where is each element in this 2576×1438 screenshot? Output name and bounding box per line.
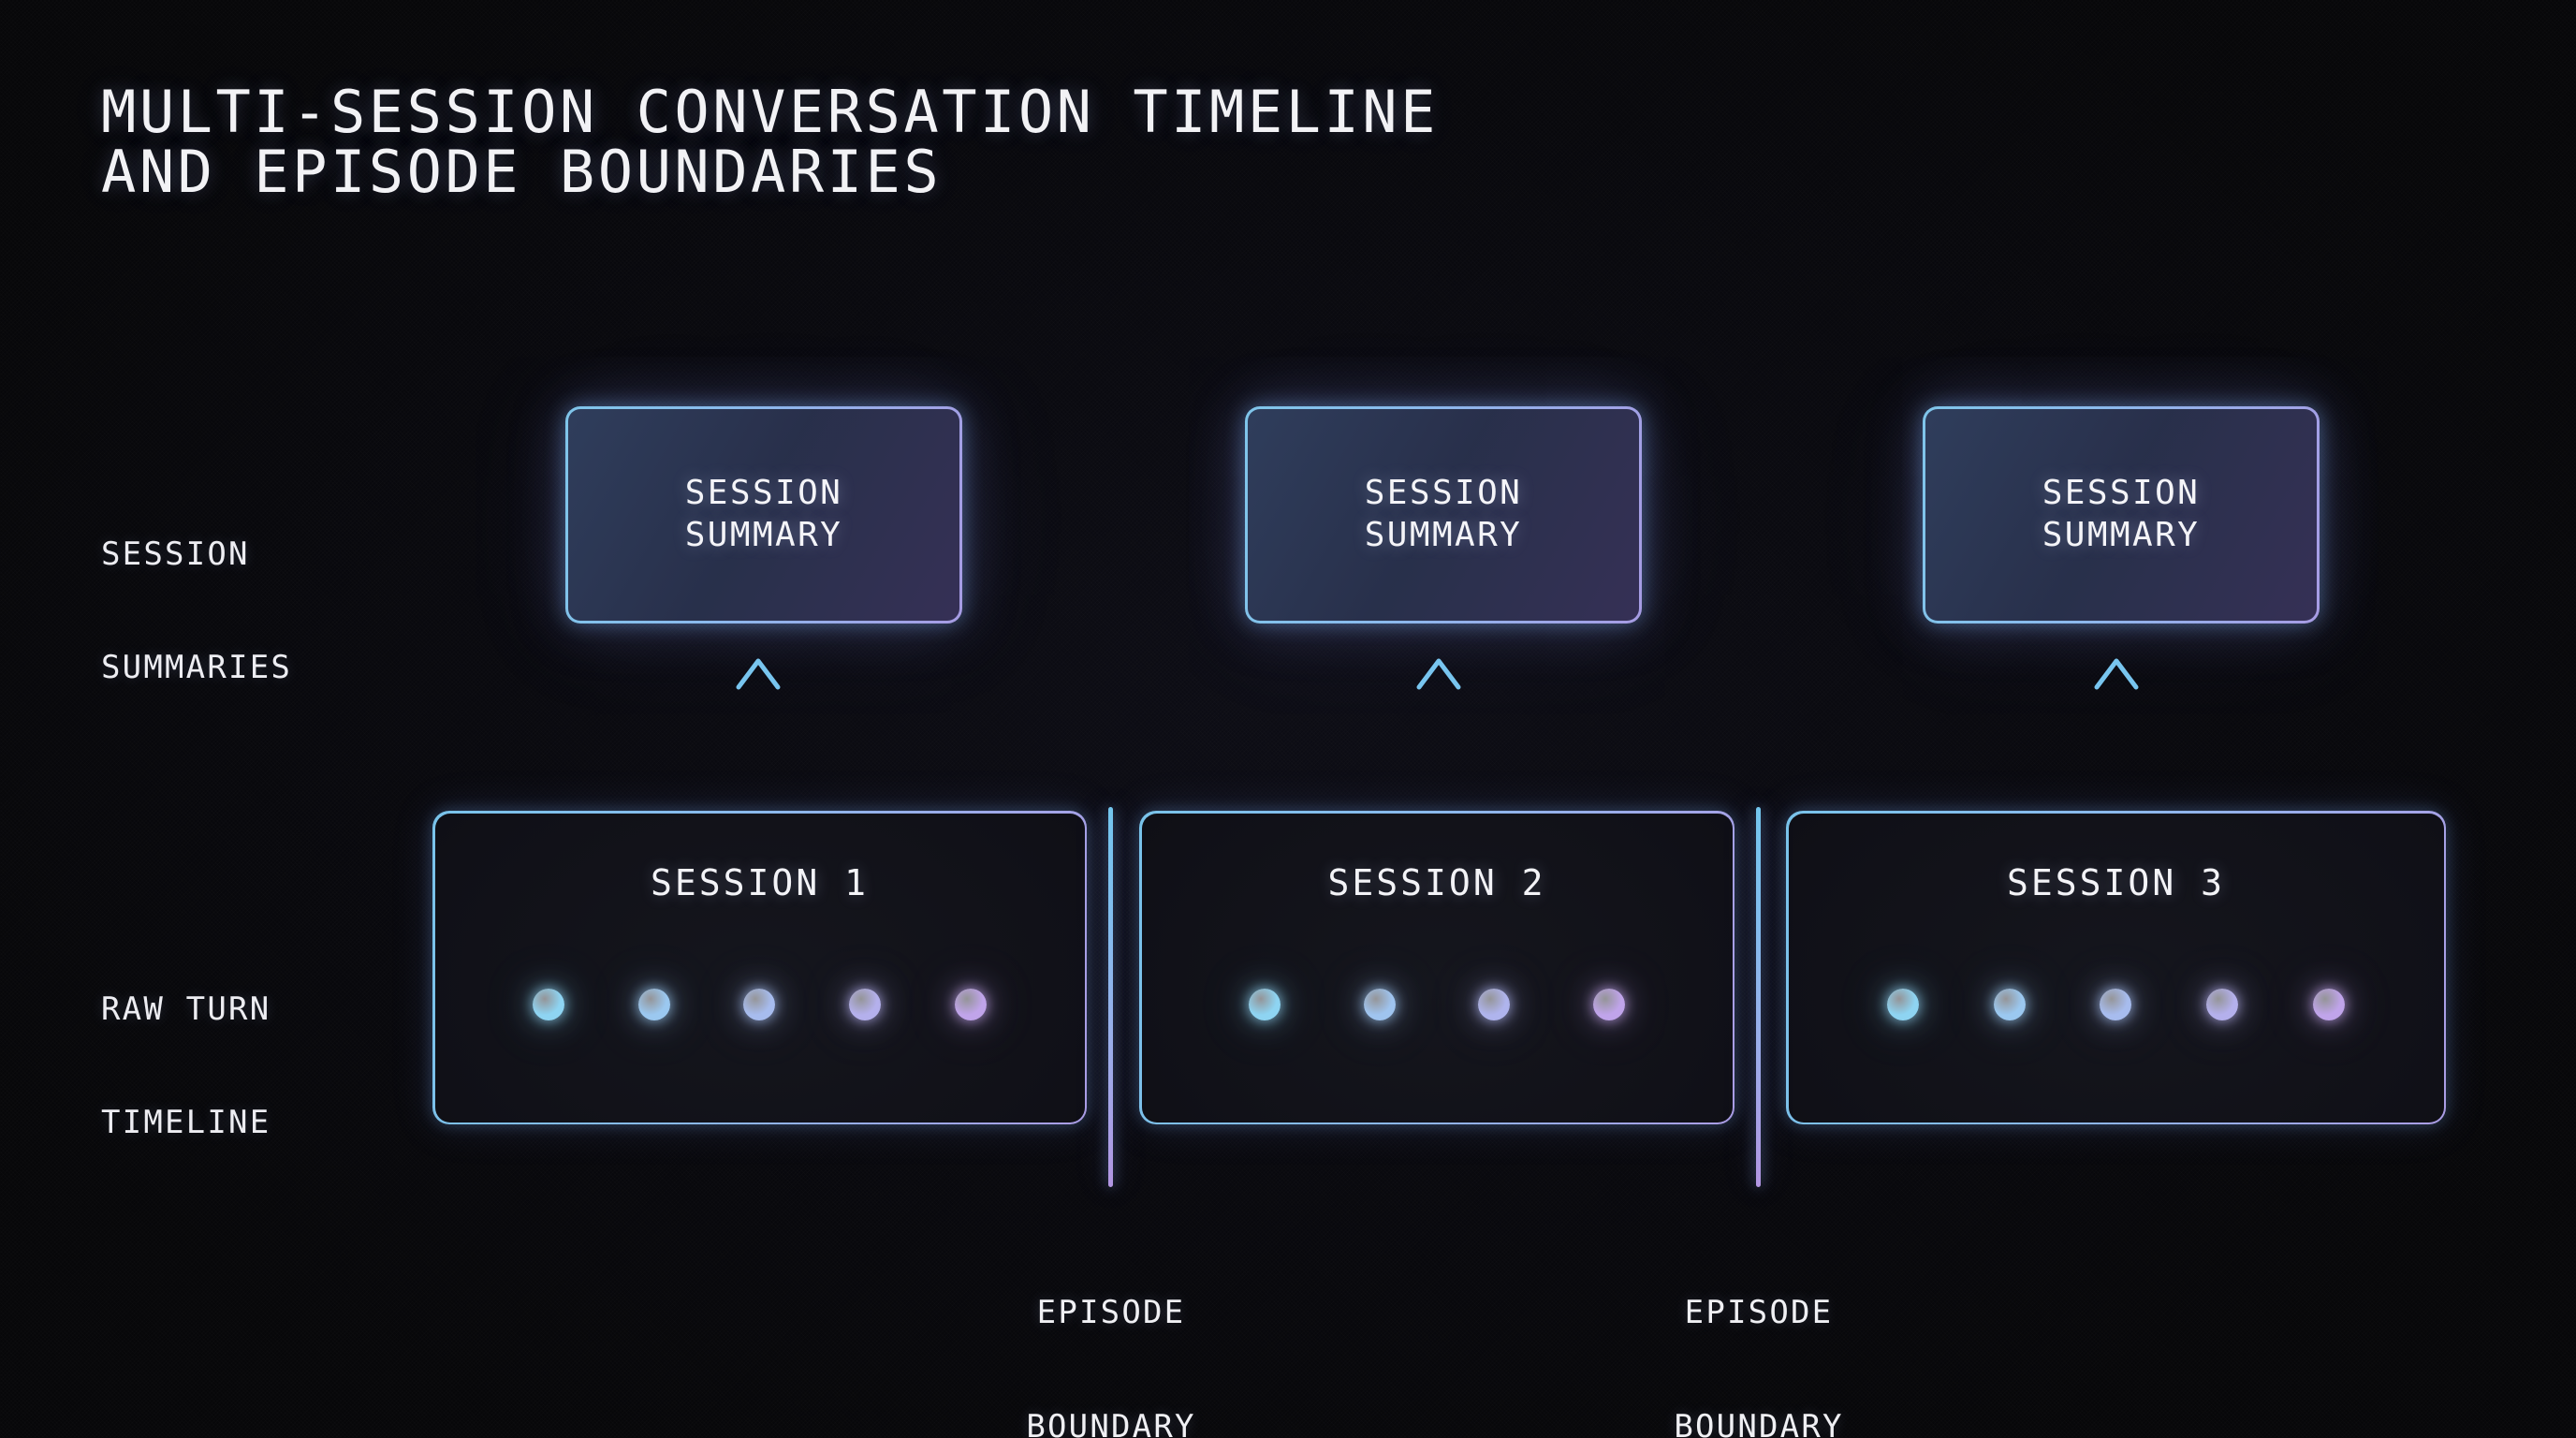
session-box-2-inner: SESSION 2	[1141, 813, 1733, 1123]
episode-boundary-line-1	[1108, 807, 1113, 1187]
session-box-1[interactable]: SESSION 1	[432, 811, 1087, 1124]
session-summary-box-3[interactable]: SESSION SUMMARY	[1923, 406, 2320, 624]
session-summary-box-2-inner: SESSION SUMMARY	[1248, 409, 1639, 621]
row-label-raw-turn-timeline-line-2: TIMELINE	[101, 1103, 271, 1141]
turn-dot[interactable]	[1993, 988, 2026, 1020]
arrow-session-3-to-summary-3	[2094, 658, 2139, 813]
episode-boundary-label-2-line-1: EPISODE	[1684, 1293, 1834, 1331]
session-summary-box-1[interactable]: SESSION SUMMARY	[565, 406, 962, 624]
session-box-2-title: SESSION 2	[1327, 861, 1546, 903]
session-box-1-inner: SESSION 1	[434, 813, 1085, 1123]
session-box-3[interactable]: SESSION 3	[1786, 811, 2446, 1124]
session-box-1-title: SESSION 1	[651, 861, 869, 903]
session-summary-box-2-line-1: SESSION	[1364, 474, 1523, 513]
page-title: MULTI-SESSION CONVERSATION TIMELINE AND …	[101, 82, 1880, 202]
session-summary-box-1-line-1: SESSION	[684, 474, 843, 513]
session-summary-box-3-line-1: SESSION	[2042, 474, 2201, 513]
session-box-2[interactable]: SESSION 2	[1139, 811, 1734, 1124]
turn-dot[interactable]	[1363, 988, 1396, 1020]
arrow-session-1-to-summary-1	[736, 658, 781, 813]
episode-boundary-line-2	[1756, 807, 1761, 1187]
turn-dot[interactable]	[1478, 988, 1511, 1020]
turn-dot[interactable]	[1249, 988, 1281, 1020]
turn-dot[interactable]	[954, 988, 987, 1020]
session-box-3-inner: SESSION 3	[1788, 813, 2444, 1123]
page-title-line-1: MULTI-SESSION CONVERSATION TIMELINE	[101, 78, 1439, 146]
row-label-session-summaries-line-1: SESSION	[101, 536, 250, 574]
session-summary-box-3-line-2: SUMMARY	[2042, 516, 2201, 554]
session-summary-box-1-inner: SESSION SUMMARY	[568, 409, 959, 621]
session-box-3-title: SESSION 3	[2007, 861, 2225, 903]
turn-dot[interactable]	[637, 988, 670, 1020]
row-label-raw-turn-timeline: RAW TURN TIMELINE	[101, 916, 271, 1216]
row-label-raw-turn-timeline-line-1: RAW TURN	[101, 990, 271, 1029]
episode-boundary-label-1-line-1: EPISODE	[1036, 1293, 1186, 1331]
turn-dot[interactable]	[743, 988, 776, 1020]
episode-boundary-label-2-line-2: BOUNDARY	[1674, 1407, 1844, 1438]
turn-dot[interactable]	[533, 988, 565, 1020]
turn-dot[interactable]	[849, 988, 882, 1020]
episode-boundary-label-1-line-2: BOUNDARY	[1026, 1407, 1196, 1438]
turn-dot[interactable]	[2100, 988, 2132, 1020]
session-summary-box-2[interactable]: SESSION SUMMARY	[1245, 406, 1642, 624]
turn-dot[interactable]	[1592, 988, 1625, 1020]
turn-dot[interactable]	[2312, 988, 2345, 1020]
session-box-2-turn-dots	[1142, 975, 1733, 1034]
page-title-line-2: AND EPISODE BOUNDARIES	[101, 137, 943, 206]
episode-boundary-label-2: EPISODE BOUNDARY	[1674, 1217, 1843, 1438]
episode-boundary-label-1: EPISODE BOUNDARY	[1026, 1217, 1195, 1438]
session-summary-box-3-inner: SESSION SUMMARY	[1925, 409, 2317, 621]
turn-dot[interactable]	[2206, 988, 2239, 1020]
session-box-3-turn-dots	[1789, 975, 2444, 1034]
row-label-session-summaries-line-2: SUMMARIES	[101, 648, 293, 686]
session-summary-box-1-line-2: SUMMARY	[684, 516, 843, 554]
session-summary-box-2-line-2: SUMMARY	[1364, 516, 1523, 554]
arrow-session-2-to-summary-2	[1416, 658, 1461, 813]
row-label-session-summaries: SESSION SUMMARIES	[101, 461, 292, 761]
session-box-1-turn-dots	[435, 975, 1085, 1034]
turn-dot[interactable]	[1887, 988, 1920, 1020]
